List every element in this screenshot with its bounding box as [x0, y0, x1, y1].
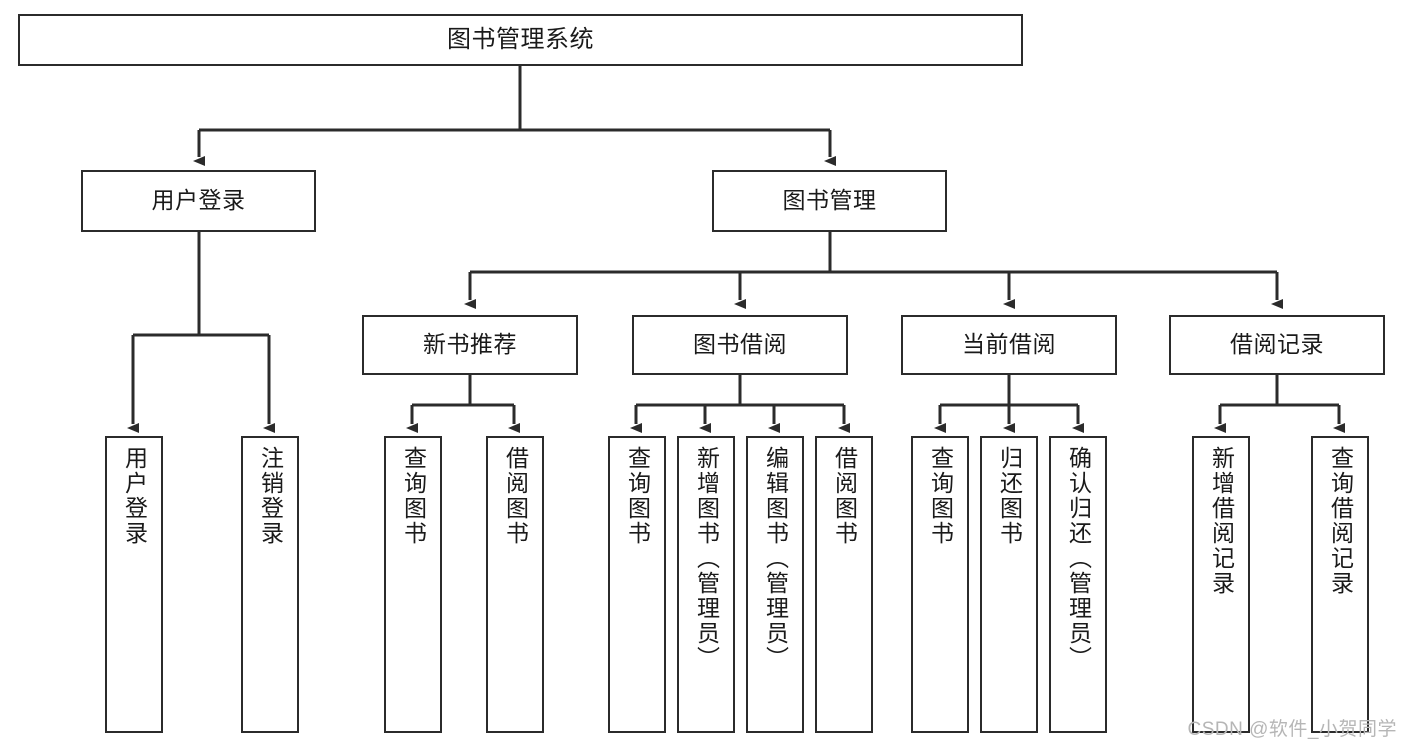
node-label: 查询借阅记录	[1327, 446, 1354, 596]
node-label: 查询图书	[624, 446, 651, 546]
leaf-current-borrow-return-books[interactable]: 归还图书	[980, 436, 1038, 733]
leaf-current-borrow-confirm-return-admin[interactable]: 确认归还（管理员）	[1049, 436, 1107, 733]
leaf-user-login-logout[interactable]: 注销登录	[241, 436, 299, 733]
node-label: 借阅图书	[502, 446, 529, 546]
leaf-book-borrow-query-books[interactable]: 查询图书	[608, 436, 666, 733]
node-borrow-record[interactable]: 借阅记录	[1169, 315, 1385, 375]
node-label: 新增图书（管理员）	[693, 446, 720, 671]
leaf-book-borrow-edit-book-admin[interactable]: 编辑图书（管理员）	[746, 436, 804, 733]
node-label: 图书借阅	[693, 331, 787, 358]
node-label: 用户登录	[151, 187, 246, 214]
node-label: 编辑图书（管理员）	[762, 446, 789, 671]
node-label: 新增借阅记录	[1208, 446, 1235, 596]
node-label: 图书管理	[782, 187, 877, 214]
node-current-borrow[interactable]: 当前借阅	[901, 315, 1117, 375]
node-label: 新书推荐	[423, 331, 517, 358]
node-label: 当前借阅	[962, 331, 1056, 358]
node-root-book-management-system[interactable]: 图书管理系统	[18, 14, 1023, 66]
node-book-borrow[interactable]: 图书借阅	[632, 315, 848, 375]
leaf-book-borrow-borrow-books[interactable]: 借阅图书	[815, 436, 873, 733]
node-book-management[interactable]: 图书管理	[712, 170, 947, 232]
csdn-watermark: CSDN @软件_小贺同学	[1187, 719, 1397, 740]
leaf-user-login-login[interactable]: 用户登录	[105, 436, 163, 733]
node-label: 用户登录	[121, 446, 148, 546]
node-new-book-recommend[interactable]: 新书推荐	[362, 315, 578, 375]
leaf-new-book-query-books[interactable]: 查询图书	[384, 436, 442, 733]
leaf-new-book-borrow-books[interactable]: 借阅图书	[486, 436, 544, 733]
leaf-borrow-record-query-record[interactable]: 查询借阅记录	[1311, 436, 1369, 733]
node-label: 查询图书	[927, 446, 954, 546]
leaf-current-borrow-query-books[interactable]: 查询图书	[911, 436, 969, 733]
node-label: 查询图书	[400, 446, 427, 546]
node-label: 借阅记录	[1230, 331, 1324, 358]
node-label: 图书管理系统	[447, 25, 594, 53]
leaf-borrow-record-add-record[interactable]: 新增借阅记录	[1192, 436, 1250, 733]
node-label: 归还图书	[996, 446, 1023, 546]
node-label: 确认归还（管理员）	[1065, 446, 1092, 671]
node-user-login[interactable]: 用户登录	[81, 170, 316, 232]
node-label: 注销登录	[257, 446, 284, 546]
node-label: 借阅图书	[831, 446, 858, 546]
leaf-book-borrow-add-book-admin[interactable]: 新增图书（管理员）	[677, 436, 735, 733]
